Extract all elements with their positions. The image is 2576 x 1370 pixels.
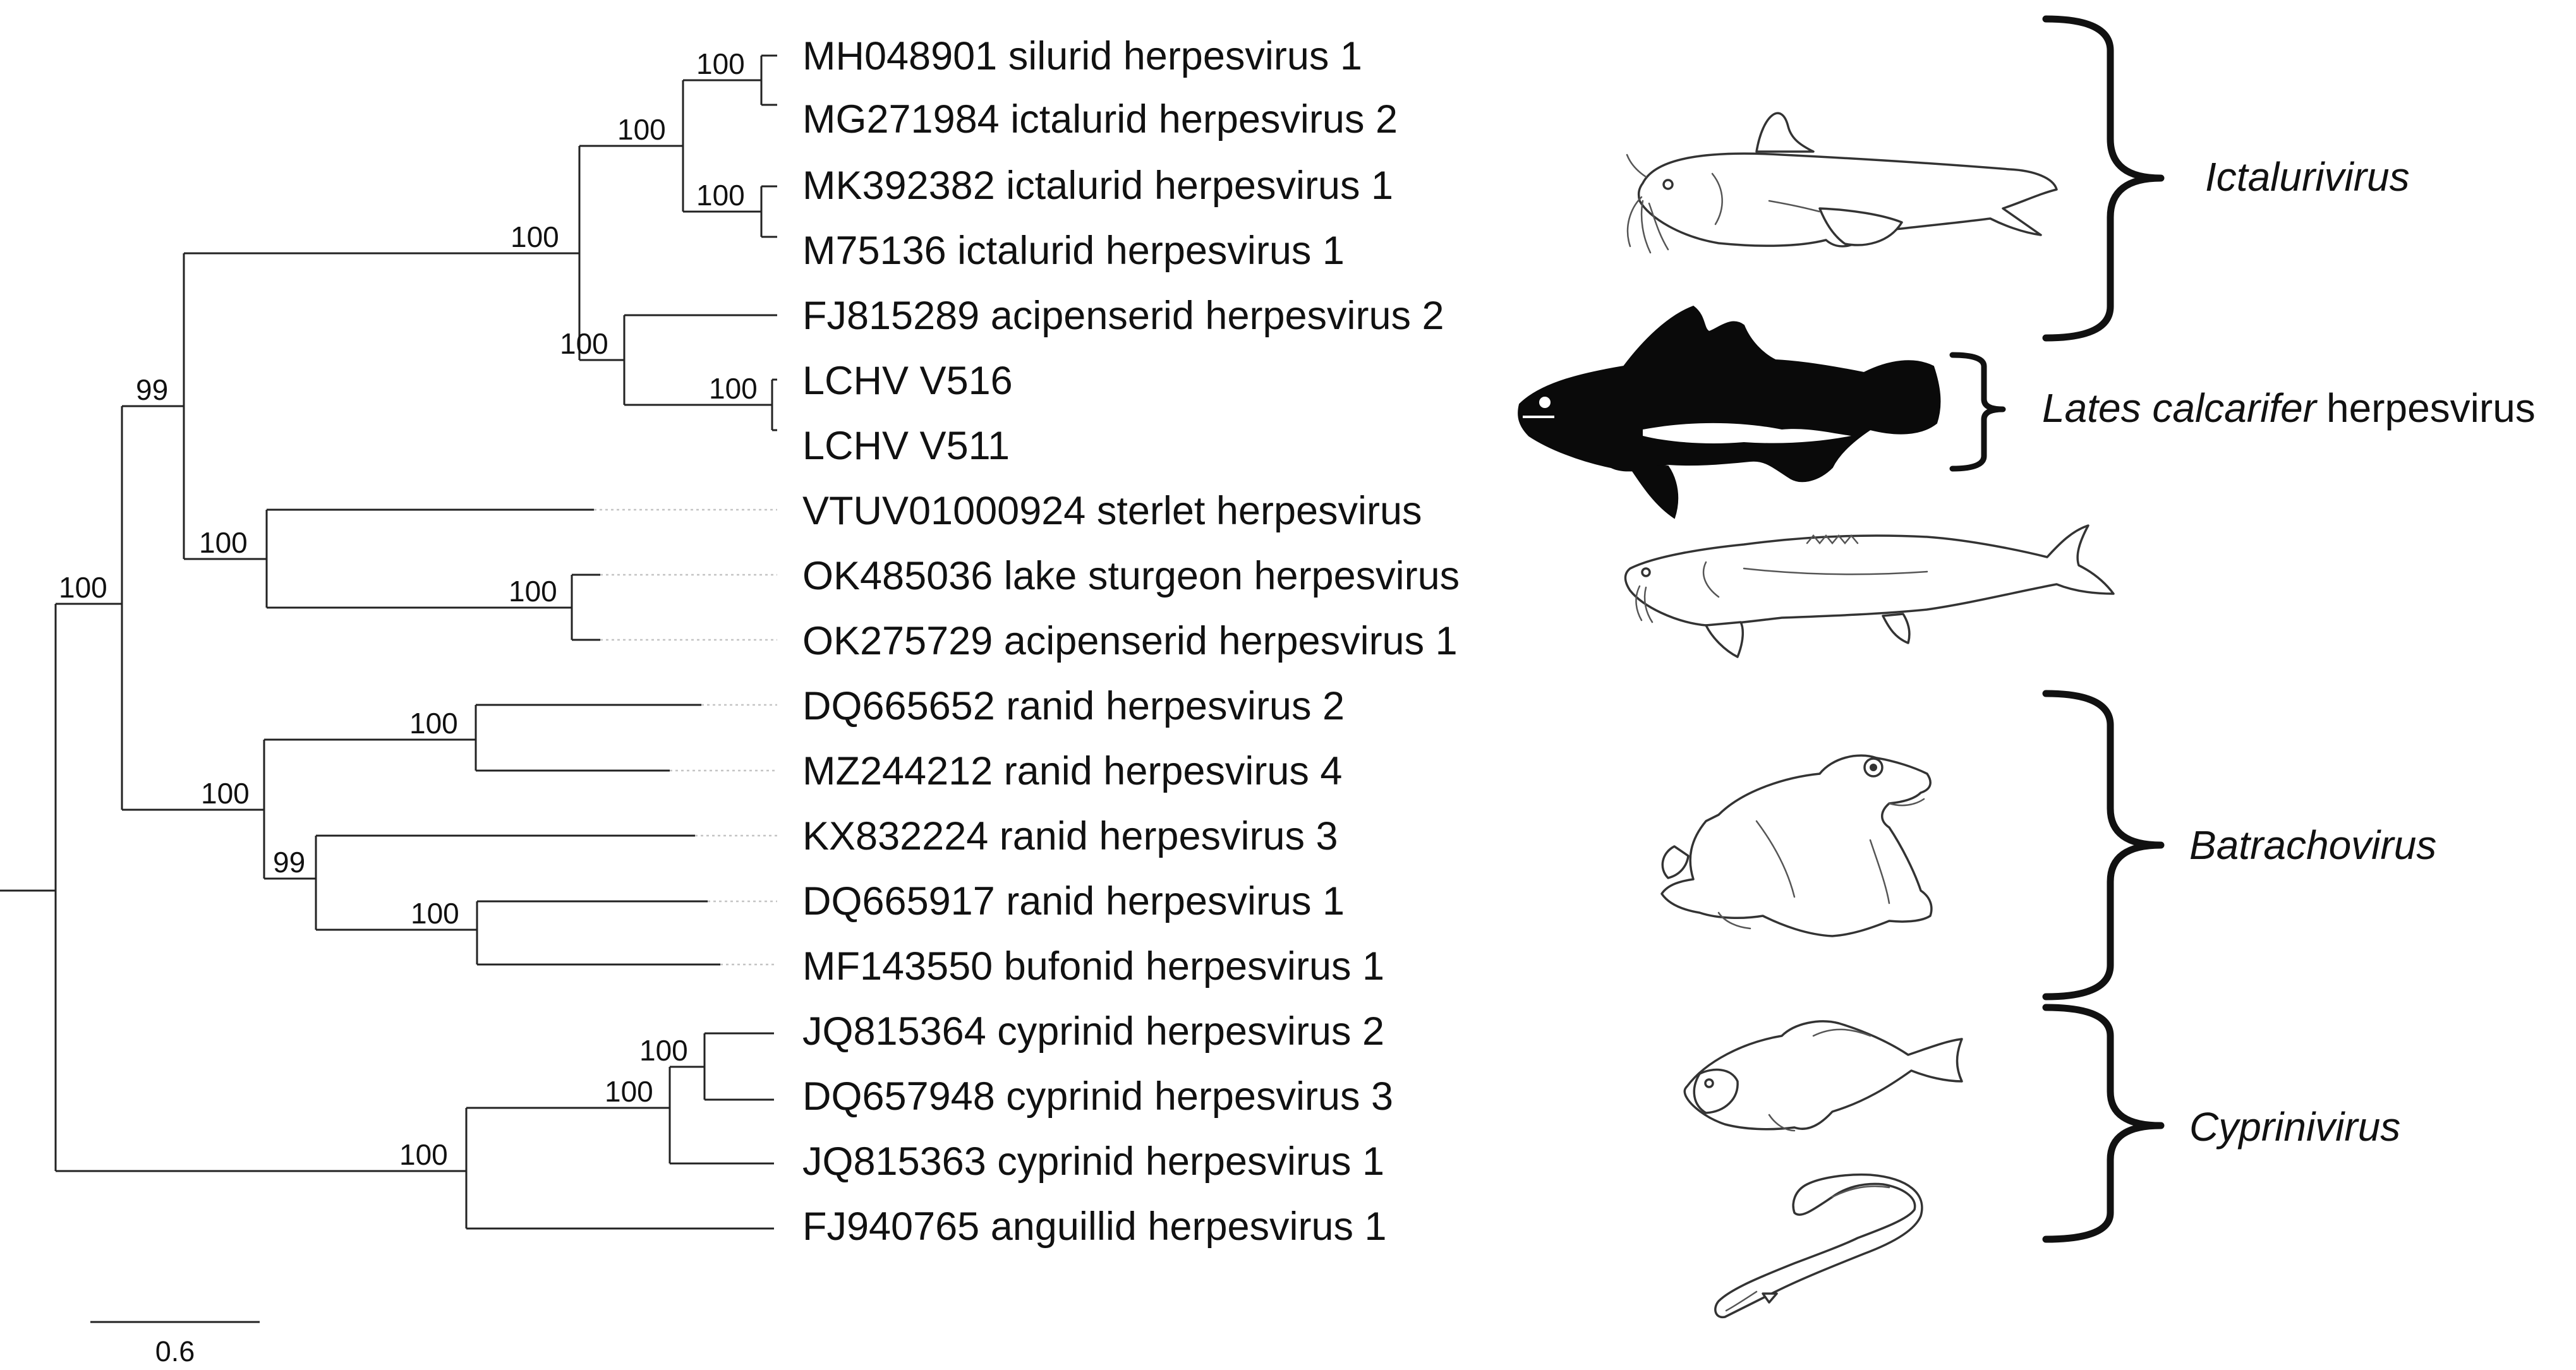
support-value: 100 — [511, 220, 559, 253]
tip-label: OK485036 lake sturgeon herpesvirus — [802, 554, 1460, 598]
lates-fish-icon — [1518, 306, 1940, 518]
support-value: 100 — [59, 571, 107, 604]
bracket-ictalurivirus — [2046, 19, 2161, 338]
eel-icon — [1715, 1175, 1922, 1318]
sturgeon-icon — [1626, 526, 2114, 657]
support-value: 100 — [639, 1034, 688, 1067]
support-value: 100 — [399, 1138, 448, 1171]
clade-label-batrachovirus: Batrachovirus — [2189, 822, 2436, 868]
scale-bar-label: 0.6 — [155, 1335, 195, 1367]
tip-label: LCHV V516 — [802, 359, 1013, 403]
support-value: 99 — [273, 846, 305, 879]
tip-label: DQ665917 ranid herpesvirus 1 — [802, 879, 1345, 923]
tip-label: FJ815289 acipenserid herpesvirus 2 — [802, 294, 1444, 338]
tip-labels: MH048901 silurid herpesvirus 1 MG271984 … — [802, 34, 1460, 1249]
clade-label-ictalurivirus: Ictalurivirus — [2205, 154, 2410, 200]
support-value: 100 — [605, 1075, 653, 1108]
support-values: 100 100 100 100 100 100 99 100 100 100 1… — [59, 47, 758, 1171]
tip-label: VTUV01000924 sterlet herpesvirus — [802, 489, 1422, 533]
tip-label: MG271984 ictalurid herpesvirus 2 — [802, 97, 1398, 141]
clade-label-cyprinivirus: Cyprinivirus — [2189, 1104, 2400, 1150]
support-value: 100 — [560, 327, 608, 360]
support-value: 100 — [509, 575, 557, 608]
tip-label: MZ244212 ranid herpesvirus 4 — [802, 749, 1342, 793]
support-value: 100 — [696, 47, 745, 80]
frog-icon — [1662, 755, 1932, 936]
tip-leaders — [594, 510, 777, 964]
bracket-lates — [1952, 355, 2003, 469]
lates-species-name: Lates calcarifer — [2042, 385, 2318, 431]
support-value: 100 — [199, 526, 248, 559]
catfish-icon — [1627, 113, 2057, 253]
tip-label: MH048901 silurid herpesvirus 1 — [802, 34, 1362, 78]
support-value: 100 — [617, 113, 666, 146]
bracket-batrachovirus — [2046, 694, 2161, 997]
tip-label: DQ657948 cyprinid herpesvirus 3 — [802, 1074, 1393, 1119]
tip-label: LCHV V511 — [802, 424, 1010, 468]
bracket-cyprinivirus — [2046, 1007, 2161, 1239]
support-value: 100 — [411, 897, 459, 930]
tip-label: MK392382 ictalurid herpesvirus 1 — [802, 164, 1393, 208]
carp-icon — [1684, 1021, 1962, 1131]
tip-label: DQ665652 ranid herpesvirus 2 — [802, 684, 1345, 728]
scale-bar: 0.6 — [90, 1322, 260, 1367]
tip-label: JQ815363 cyprinid herpesvirus 1 — [802, 1139, 1384, 1184]
support-value: 100 — [709, 372, 758, 405]
tip-label: M75136 ictalurid herpesvirus 1 — [802, 229, 1345, 273]
tip-label: OK275729 acipenserid herpesvirus 1 — [802, 619, 1458, 663]
tip-label: KX832224 ranid herpesvirus 3 — [802, 814, 1338, 858]
tip-label: MF143550 bufonid herpesvirus 1 — [802, 944, 1384, 988]
support-value: 100 — [409, 707, 458, 740]
tip-label: FJ940765 anguillid herpesvirus 1 — [802, 1205, 1387, 1249]
support-value: 99 — [136, 373, 168, 406]
support-value: 100 — [696, 179, 745, 212]
tip-label: JQ815364 cyprinid herpesvirus 2 — [802, 1009, 1384, 1054]
lates-virus-word: herpesvirus — [2326, 385, 2536, 431]
support-value: 100 — [201, 777, 250, 810]
